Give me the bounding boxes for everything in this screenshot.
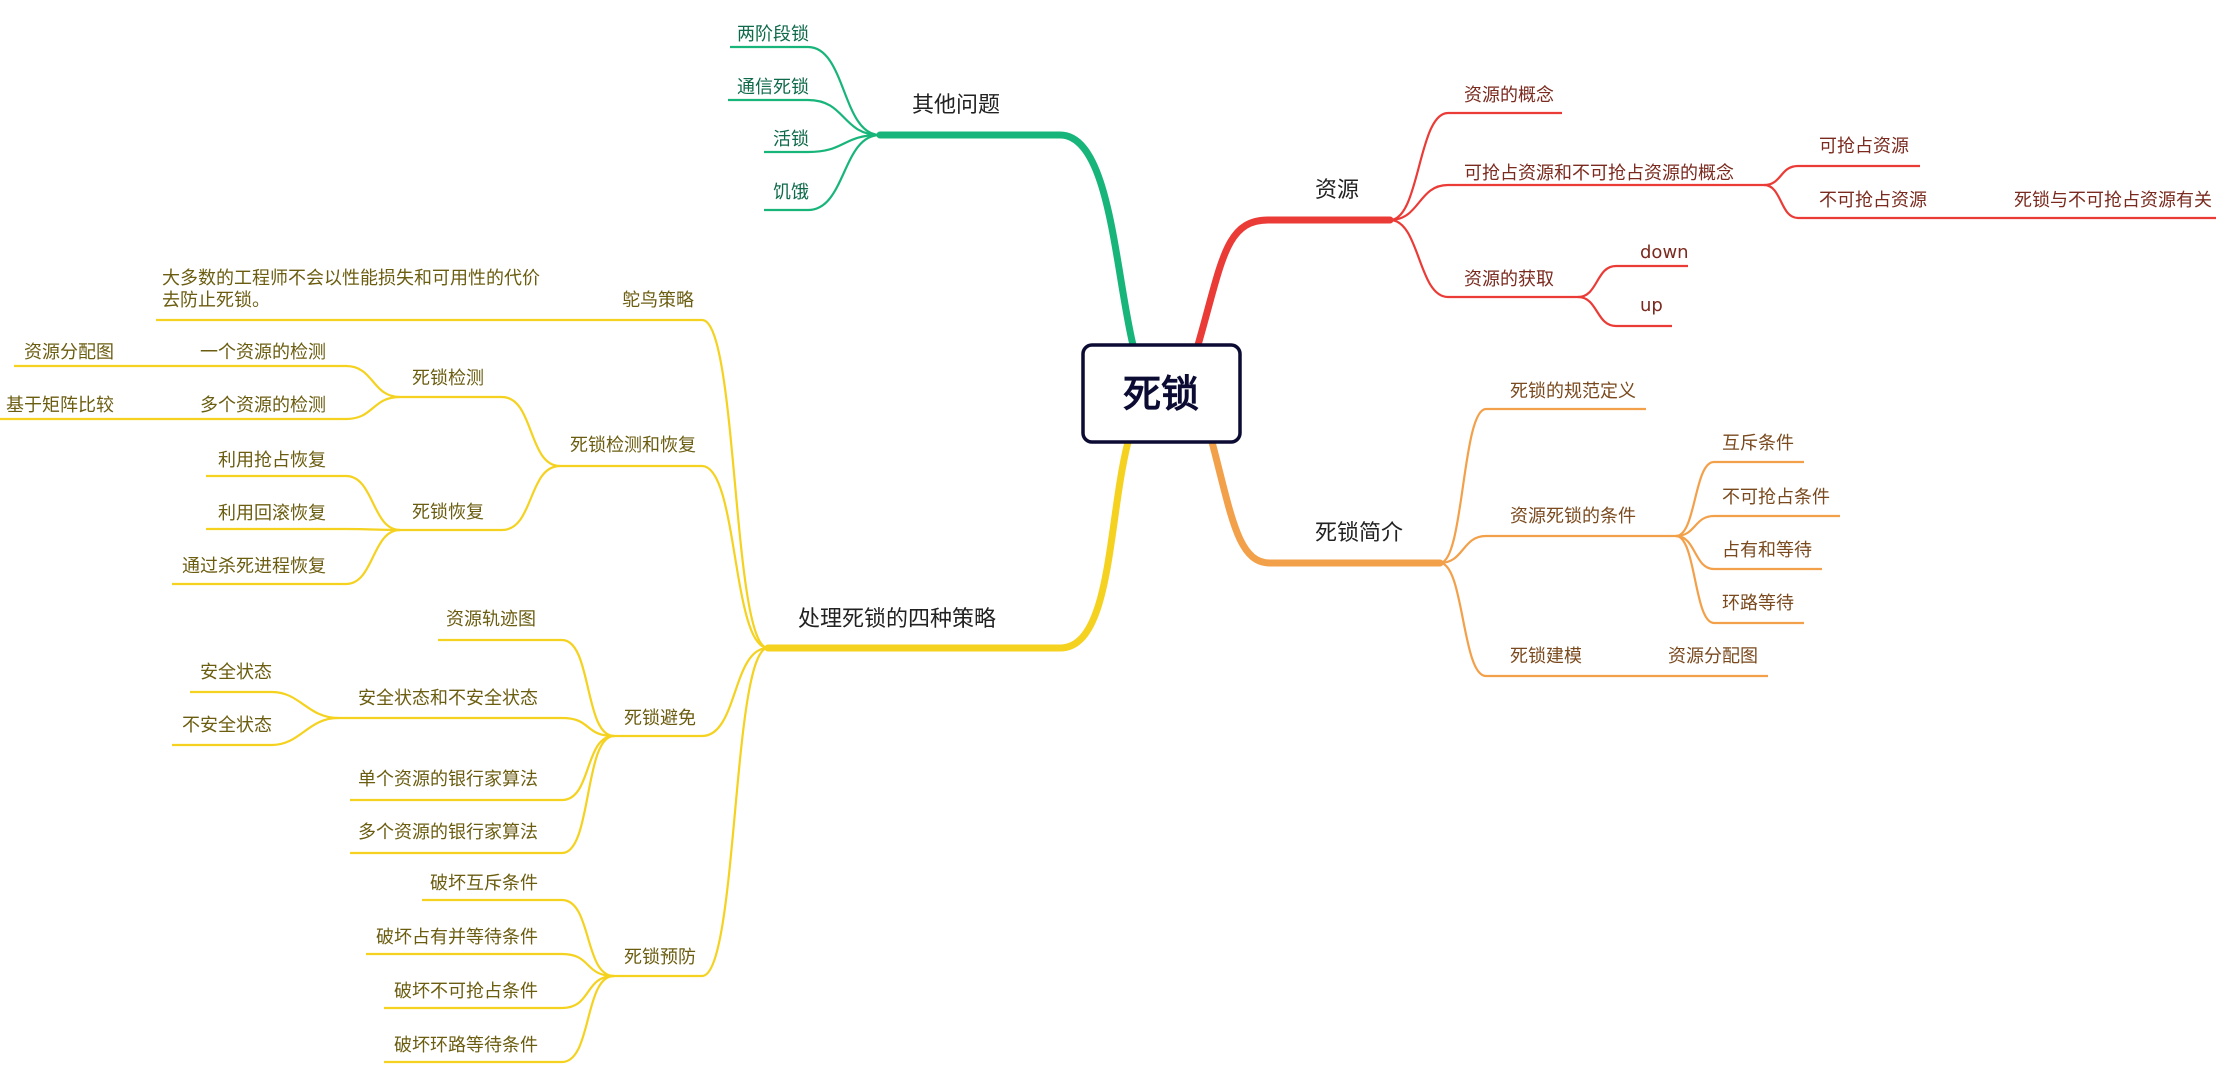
node-avoid[interactable]: 死锁避免 <box>624 708 696 729</box>
node-break-hold[interactable]: 破坏占有并等待条件 <box>376 927 538 948</box>
node-single-graph[interactable]: 资源分配图 <box>24 342 114 363</box>
center-node[interactable]: 死锁 <box>1081 343 1242 444</box>
node-conditions[interactable]: 资源死锁的条件 <box>1510 506 1636 527</box>
node-single-detect[interactable]: 一个资源的检测 <box>200 342 326 363</box>
node-down[interactable]: down <box>1640 242 1689 263</box>
node-matrix[interactable]: 基于矩阵比较 <box>6 395 114 416</box>
branch-line-resource <box>1194 216 1394 349</box>
center-node-label: 死锁 <box>1123 372 1199 416</box>
node-up[interactable]: up <box>1640 295 1663 316</box>
node-multi-detect[interactable]: 多个资源的检测 <box>200 395 326 416</box>
node-alloc-graph[interactable]: 资源分配图 <box>1668 646 1758 667</box>
node-ostrich-note-line2[interactable]: 去防止死锁。 <box>162 290 270 311</box>
node-preemptable[interactable]: 可抢占资源 <box>1819 136 1909 157</box>
node-safe[interactable]: 安全状态 <box>200 662 272 683</box>
topic-resource[interactable]: 资源 <box>1315 178 1359 203</box>
node-rec-preempt[interactable]: 利用抢占恢复 <box>218 450 326 471</box>
node-comm-deadlock[interactable]: 通信死锁 <box>737 77 809 98</box>
node-non-preemptable[interactable]: 不可抢占资源 <box>1819 190 1927 211</box>
node-starvation[interactable]: 饥饿 <box>773 182 809 203</box>
node-banker-single[interactable]: 单个资源的银行家算法 <box>358 769 538 790</box>
node-preempt-concept[interactable]: 可抢占资源和不可抢占资源的概念 <box>1464 162 1734 184</box>
node-recover[interactable]: 死锁恢复 <box>412 502 484 523</box>
node-ostrich-note-line1[interactable]: 大多数的工程师不会以性能损失和可用性的代价 <box>162 268 540 289</box>
node-no-preempt[interactable]: 不可抢占条件 <box>1722 487 1830 508</box>
node-two-phase[interactable]: 两阶段锁 <box>737 24 809 45</box>
node-detect-recover[interactable]: 死锁检测和恢复 <box>570 435 696 456</box>
node-prevent[interactable]: 死锁预防 <box>624 947 696 968</box>
topic-other[interactable]: 其他问题 <box>912 93 1000 118</box>
branch-line-strategies <box>764 438 1132 652</box>
node-circular[interactable]: 环路等待 <box>1722 593 1794 614</box>
node-unsafe[interactable]: 不安全状态 <box>182 715 272 736</box>
node-detect[interactable]: 死锁检测 <box>412 368 484 389</box>
node-livelock[interactable]: 活锁 <box>773 129 809 150</box>
node-hold-wait[interactable]: 占有和等待 <box>1722 540 1812 561</box>
topic-intro[interactable]: 死锁简介 <box>1315 521 1403 546</box>
node-break-circular[interactable]: 破坏环路等待条件 <box>394 1035 538 1056</box>
node-safe-unsafe[interactable]: 安全状态和不安全状态 <box>358 688 538 709</box>
node-break-nopreempt[interactable]: 破坏不可抢占条件 <box>394 981 538 1002</box>
node-definition[interactable]: 死锁的规范定义 <box>1510 381 1636 402</box>
topic-strategies[interactable]: 处理死锁的四种策略 <box>798 607 996 632</box>
branch-line-intro <box>1208 438 1444 567</box>
node-trajectory[interactable]: 资源轨迹图 <box>446 609 536 630</box>
node-mutex[interactable]: 互斥条件 <box>1722 433 1794 454</box>
node-rec-kill[interactable]: 通过杀死进程恢复 <box>182 556 326 577</box>
node-ostrich[interactable]: 鸵鸟策略 <box>622 290 694 311</box>
branch-line-other <box>876 131 1137 349</box>
node-break-mutex[interactable]: 破坏互斥条件 <box>430 873 538 894</box>
node-rec-rollback[interactable]: 利用回滚恢复 <box>218 503 326 524</box>
node-deadlock-related[interactable]: 死锁与不可抢占资源有关 <box>2014 190 2212 211</box>
node-modeling[interactable]: 死锁建模 <box>1510 646 1582 667</box>
node-resource-concept[interactable]: 资源的概念 <box>1464 84 1554 106</box>
node-banker-multi[interactable]: 多个资源的银行家算法 <box>358 822 538 843</box>
node-acquire[interactable]: 资源的获取 <box>1464 269 1554 290</box>
